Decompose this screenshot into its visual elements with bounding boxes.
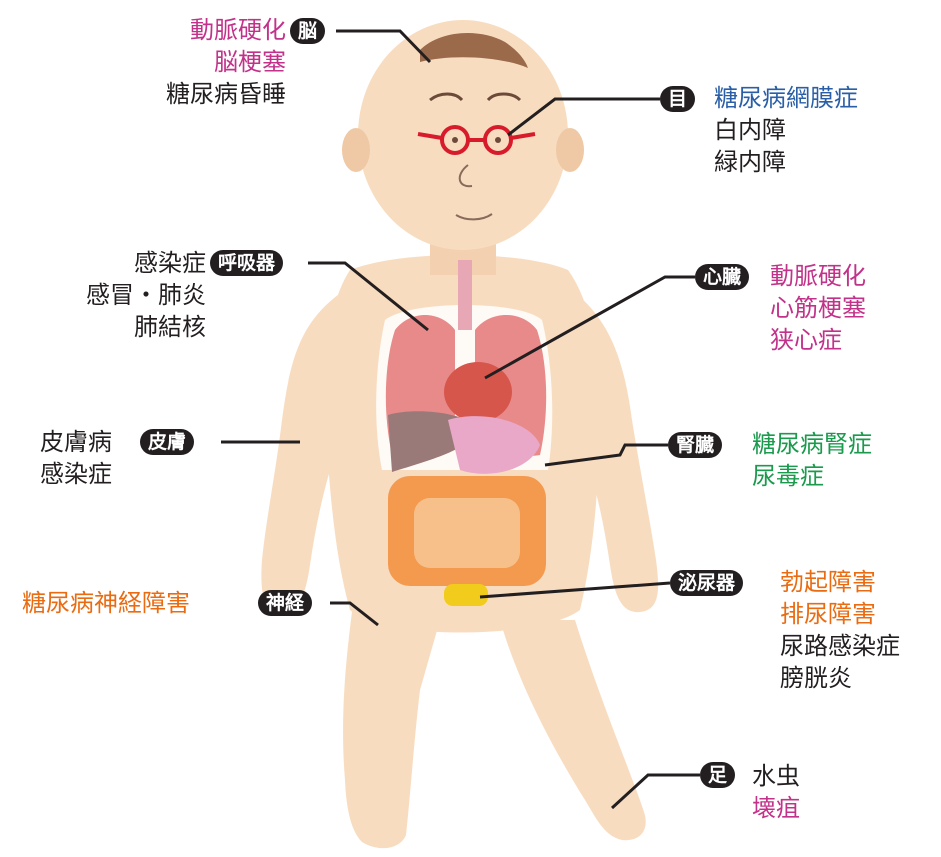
heart-tag: 心臓: [695, 264, 749, 290]
foot-condition-2: 壊疽: [752, 792, 800, 824]
right-ear: [556, 128, 584, 172]
respiratory-condition-1: 感染症: [20, 247, 206, 279]
kidney-tag: 腎臓: [668, 432, 722, 458]
respiratory-tag: 呼吸器: [210, 250, 283, 276]
urinary-conditions: 勃起障害 排尿障害 尿路感染症 膀胱炎: [780, 566, 900, 694]
skin-condition-2: 感染症: [40, 458, 112, 490]
small-intestine: [414, 498, 520, 568]
left-pupil: [452, 137, 458, 143]
eye-condition-2: 白内障: [714, 114, 858, 146]
urinary-condition-3: 尿路感染症: [780, 630, 900, 662]
foot-tag: 足: [700, 762, 735, 788]
foot-condition-1: 水虫: [752, 760, 800, 792]
nerve-condition-1: 糖尿病神経障害: [22, 587, 190, 619]
skin-tag: 皮膚: [140, 429, 194, 455]
urinary-condition-1: 勃起障害: [780, 566, 900, 598]
eye-conditions: 糖尿病網膜症 白内障 緑内障: [714, 82, 858, 178]
brain-tag: 脳: [290, 18, 325, 44]
heart-condition-2: 心筋梗塞: [770, 292, 866, 324]
urinary-tag: 泌尿器: [670, 570, 743, 596]
foot-conditions: 水虫 壊疽: [752, 760, 800, 824]
respiratory-condition-3: 肺結核: [20, 311, 206, 343]
heart: [444, 362, 512, 422]
kidney-condition-2: 尿毒症: [752, 460, 872, 492]
heart-condition-3: 狭心症: [770, 324, 866, 356]
eye-condition-3: 緑内障: [714, 146, 858, 178]
nerve-conditions: 糖尿病神経障害: [22, 587, 190, 619]
urinary-condition-4: 膀胱炎: [780, 662, 900, 694]
right-leg: [500, 620, 646, 840]
eye-condition-1: 糖尿病網膜症: [714, 82, 858, 114]
brain-condition-3: 糖尿病昏睡: [100, 78, 286, 110]
skin-condition-1: 皮膚病: [40, 426, 112, 458]
left-ear: [342, 128, 370, 172]
trachea: [458, 260, 472, 330]
bladder: [444, 584, 488, 606]
skin-conditions: 皮膚病 感染症: [40, 426, 112, 490]
brain-condition-2: 脳梗塞: [100, 46, 286, 78]
right-pupil: [495, 137, 501, 143]
eye-tag: 目: [660, 86, 695, 112]
kidney-condition-1: 糖尿病腎症: [752, 428, 872, 460]
nerve-tag: 神経: [258, 590, 312, 616]
heart-condition-1: 動脈硬化: [770, 260, 866, 292]
brain-conditions: 動脈硬化 脳梗塞 糖尿病昏睡: [100, 14, 286, 110]
heart-conditions: 動脈硬化 心筋梗塞 狭心症: [770, 260, 866, 356]
respiratory-conditions: 感染症 感冒・肺炎 肺結核: [20, 247, 206, 343]
brain-condition-1: 動脈硬化: [100, 14, 286, 46]
urinary-condition-2: 排尿障害: [780, 598, 900, 630]
kidney-conditions: 糖尿病腎症 尿毒症: [752, 428, 872, 492]
respiratory-condition-2: 感冒・肺炎: [20, 279, 206, 311]
